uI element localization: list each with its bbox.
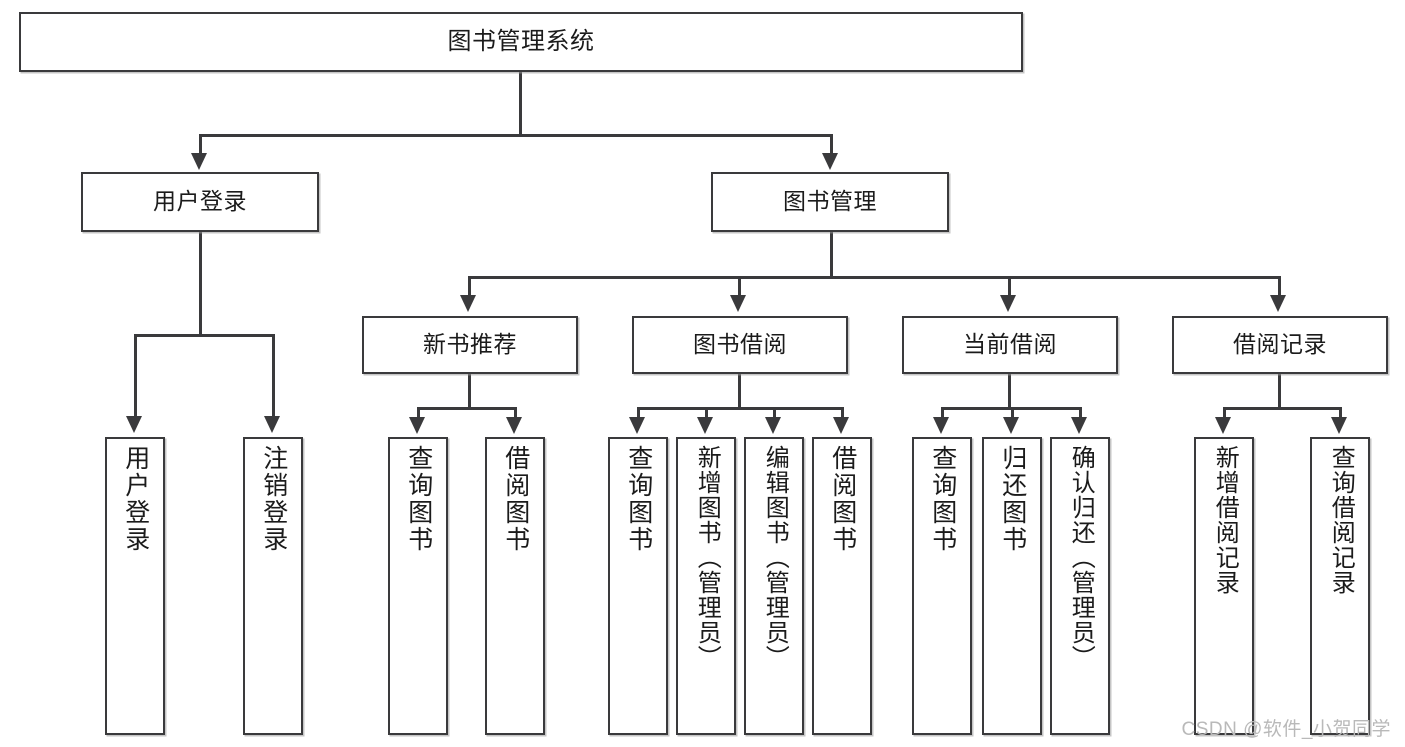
node-label: 新增图书（管理员） <box>693 445 721 670</box>
connector-new-books-drop-1 <box>417 407 420 419</box>
connector-to-book-mgmt <box>830 134 833 155</box>
arrow-leaf-query-book-b <box>629 417 645 434</box>
connector-current-drop-2 <box>1011 407 1014 419</box>
connector-to-new-books <box>468 276 471 297</box>
node-label: 用户登录 <box>121 445 150 553</box>
node-label: 图书管理系统 <box>447 27 595 55</box>
connector-current-stem <box>1008 374 1011 407</box>
node-label: 借阅图书 <box>828 445 857 553</box>
connector-borrow-bus <box>637 407 842 410</box>
leaf-logout[interactable]: 注销登录 <box>243 437 303 735</box>
connector-to-user-login <box>199 134 202 155</box>
connector-borrow-drop-3 <box>773 407 776 419</box>
node-label: 借阅图书 <box>501 445 530 553</box>
connector-current-drop-3 <box>1079 407 1082 419</box>
node-new-book-recommend[interactable]: 新书推荐 <box>362 316 578 374</box>
node-label: 图书借阅 <box>693 331 787 358</box>
node-borrow-records[interactable]: 借阅记录 <box>1172 316 1388 374</box>
connector-to-borrow <box>738 276 741 297</box>
arrow-to-current <box>1000 295 1016 312</box>
connector-user-login-bus <box>134 334 274 337</box>
connector-new-books-bus <box>417 407 516 410</box>
node-label: 查询借阅记录 <box>1327 445 1355 595</box>
connector-records-drop-1 <box>1223 407 1226 419</box>
connector-borrow-drop-4 <box>841 407 844 419</box>
connector-root-stem <box>519 72 522 134</box>
connector-to-records <box>1278 276 1281 297</box>
leaf-query-borrow-record[interactable]: 查询借阅记录 <box>1310 437 1370 735</box>
connector-user-login-drop-1 <box>134 334 137 418</box>
arrow-to-records <box>1270 295 1286 312</box>
arrow-leaf-user-login <box>126 416 142 433</box>
connector-current-drop-1 <box>941 407 944 419</box>
connector-records-bus <box>1223 407 1340 410</box>
node-label: 注销登录 <box>259 445 288 553</box>
arrow-to-new-books <box>460 295 476 312</box>
arrow-leaf-add-record <box>1215 417 1231 434</box>
connector-book-mgmt-stem <box>830 232 833 276</box>
arrow-to-borrow <box>730 295 746 312</box>
arrow-leaf-borrow-book-a <box>506 417 522 434</box>
connector-user-login-drop-2 <box>272 334 275 418</box>
leaf-query-book-current[interactable]: 查询图书 <box>912 437 972 735</box>
connector-records-drop-2 <box>1339 407 1342 419</box>
connector-level3-bus <box>468 276 1280 279</box>
arrow-leaf-borrow-book-b <box>833 417 849 434</box>
connector-to-current <box>1008 276 1011 297</box>
arrow-leaf-query-book-a <box>409 417 425 434</box>
arrow-leaf-confirm-return <box>1071 417 1087 434</box>
leaf-query-book-recommend[interactable]: 查询图书 <box>388 437 448 735</box>
leaf-add-book-admin[interactable]: 新增图书（管理员） <box>676 437 736 735</box>
connector-borrow-drop-2 <box>705 407 708 419</box>
node-label: 归还图书 <box>998 445 1027 553</box>
arrow-leaf-edit-book <box>765 417 781 434</box>
arrow-to-user-login <box>191 153 207 170</box>
node-book-borrow[interactable]: 图书借阅 <box>632 316 848 374</box>
leaf-return-book[interactable]: 归还图书 <box>982 437 1042 735</box>
arrow-leaf-query-book-c <box>933 417 949 434</box>
leaf-borrow-book-recommend[interactable]: 借阅图书 <box>485 437 545 735</box>
node-label: 编辑图书（管理员） <box>761 445 789 670</box>
arrow-leaf-logout <box>264 416 280 433</box>
connector-user-login-stem <box>199 232 202 334</box>
arrow-to-book-mgmt <box>822 153 838 170</box>
node-label: 借阅记录 <box>1233 331 1327 358</box>
node-label: 确认归还（管理员） <box>1067 445 1095 670</box>
connector-new-books-stem <box>468 374 471 407</box>
node-book-management[interactable]: 图书管理 <box>711 172 949 232</box>
node-label: 查询图书 <box>404 445 433 553</box>
leaf-add-borrow-record[interactable]: 新增借阅记录 <box>1194 437 1254 735</box>
connector-level2-bus <box>199 134 831 137</box>
leaf-borrow-book[interactable]: 借阅图书 <box>812 437 872 735</box>
leaf-confirm-return-admin[interactable]: 确认归还（管理员） <box>1050 437 1110 735</box>
node-label: 新增借阅记录 <box>1211 445 1239 595</box>
leaf-user-login[interactable]: 用户登录 <box>105 437 165 735</box>
connector-borrow-stem <box>738 374 741 407</box>
csdn-watermark: CSDN @软件_小贺同学 <box>1181 719 1391 740</box>
connector-records-stem <box>1278 374 1281 407</box>
node-label: 查询图书 <box>928 445 957 553</box>
arrow-leaf-return-book <box>1003 417 1019 434</box>
node-label: 图书管理 <box>783 188 877 215</box>
leaf-edit-book-admin[interactable]: 编辑图书（管理员） <box>744 437 804 735</box>
connector-new-books-drop-2 <box>514 407 517 419</box>
node-current-borrow[interactable]: 当前借阅 <box>902 316 1118 374</box>
node-label: 新书推荐 <box>423 331 517 358</box>
node-label: 用户登录 <box>153 188 247 215</box>
arrow-leaf-add-book <box>697 417 713 434</box>
leaf-query-book-borrow[interactable]: 查询图书 <box>608 437 668 735</box>
node-root-system[interactable]: 图书管理系统 <box>19 12 1023 72</box>
node-label: 当前借阅 <box>963 331 1057 358</box>
connector-borrow-drop-1 <box>637 407 640 419</box>
node-label: 查询图书 <box>624 445 653 553</box>
arrow-leaf-query-record <box>1331 417 1347 434</box>
node-user-login[interactable]: 用户登录 <box>81 172 319 232</box>
connector-current-bus <box>941 407 1079 410</box>
